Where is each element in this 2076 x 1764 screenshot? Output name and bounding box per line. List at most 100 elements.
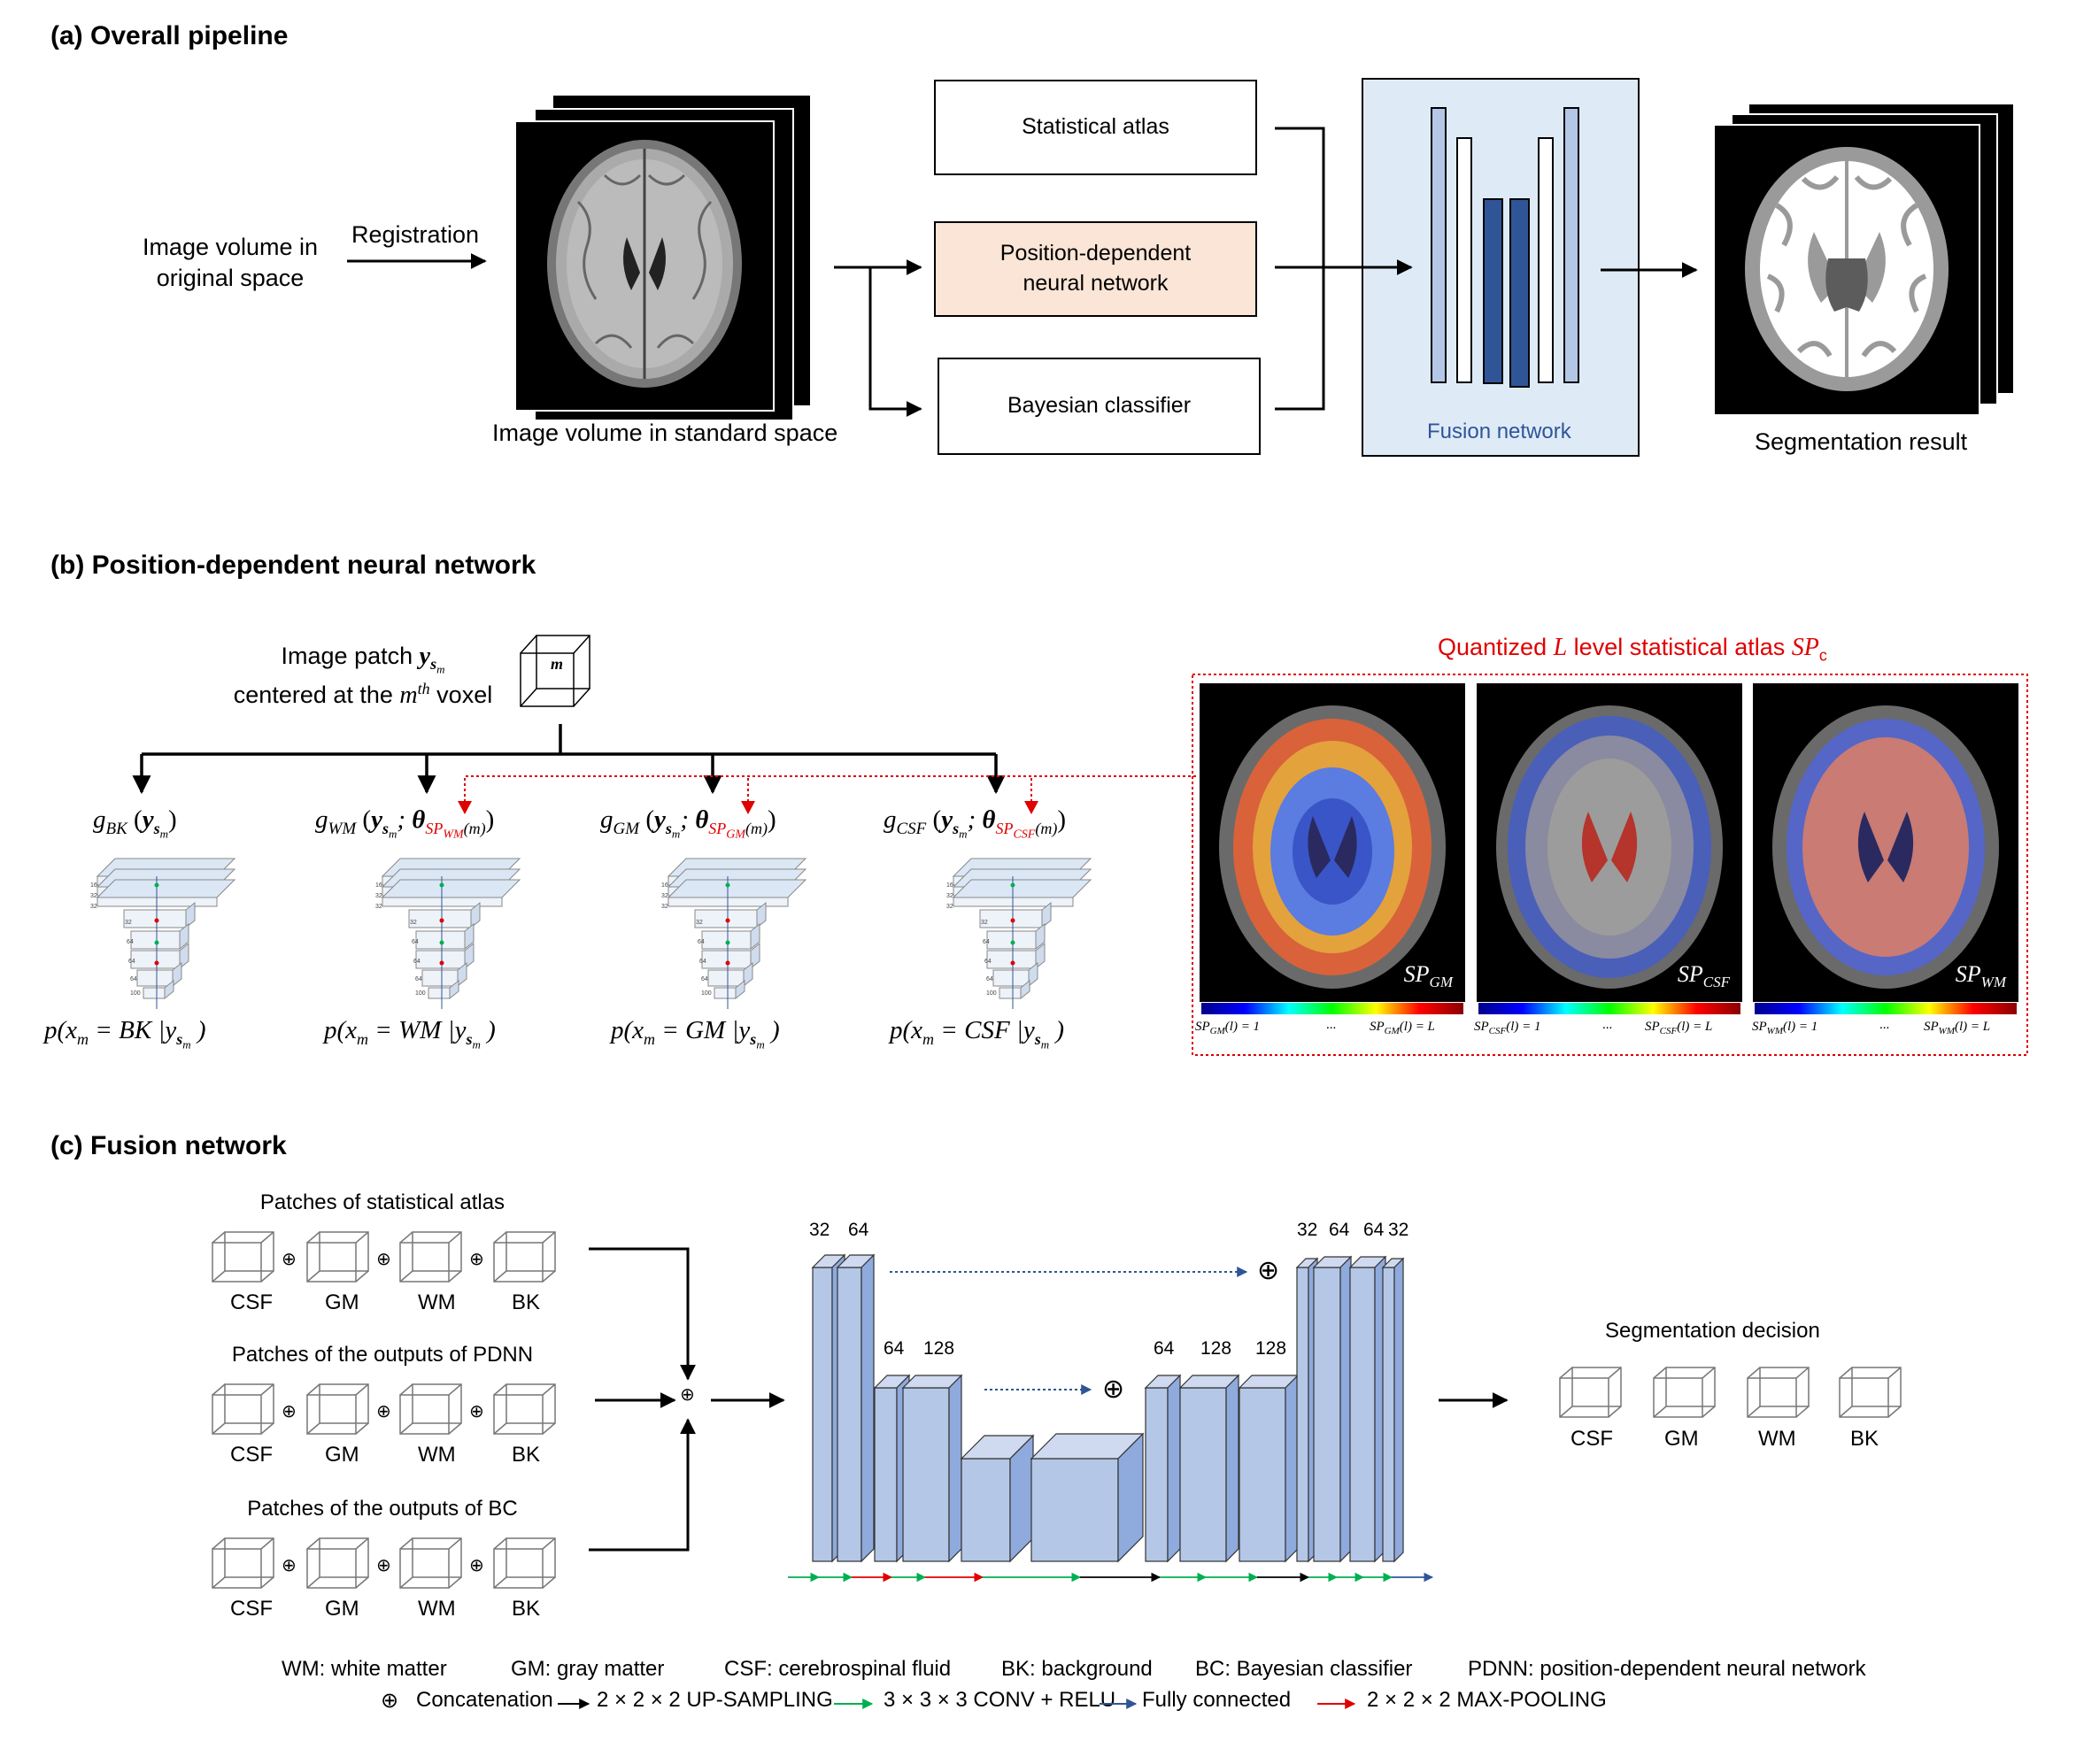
patch-concat-symbol: ⊕ — [469, 1556, 484, 1575]
unet-num-64-r2: 64 — [1363, 1220, 1385, 1240]
cnn-layer-label: 16 — [90, 882, 97, 889]
cnn-layer-label: 64 — [699, 959, 706, 965]
unet-block-enc1b — [836, 1253, 876, 1563]
unet-num-64-mid: 64 — [884, 1338, 905, 1359]
cnn-layer-label: 64 — [130, 976, 137, 982]
legend-bk: BK: background — [1001, 1657, 1153, 1681]
g-csf-label: gCSF (ysm; θSPCSF(m)) — [884, 805, 1067, 842]
cnn-layer-label: 32 — [946, 893, 953, 899]
legend-concat: Concatenation — [416, 1688, 553, 1712]
cnn-block-side — [1035, 922, 1046, 951]
cbar-gm-dots: ... — [1326, 1018, 1337, 1032]
unet-block-enc2b — [901, 1374, 963, 1563]
colorbar-gm — [1201, 1003, 1463, 1014]
patch-concat-symbol: ⊕ — [282, 1402, 297, 1421]
patch-concat-symbol: ⊕ — [282, 1250, 297, 1269]
patch-label-wm: WM — [418, 1597, 456, 1621]
colorbar-wm — [1755, 1003, 2017, 1014]
patch-concat-symbol: ⊕ — [376, 1250, 391, 1269]
legend-conv: 3 × 3 × 3 CONV + RELU — [884, 1688, 1116, 1712]
unet-num-64-left: 64 — [848, 1220, 869, 1240]
legend-fc: Fully connected — [1142, 1688, 1292, 1712]
group-pdnn-label: Patches of the outputs of PDNN — [231, 1343, 534, 1367]
cbar-gm-left: SPGM(l) = 1 — [1195, 1020, 1261, 1036]
patch-label-gm: GM — [325, 1290, 359, 1314]
unet-num-32-left: 32 — [809, 1220, 830, 1240]
registration-label: Registration — [351, 221, 480, 248]
unet-block-dec2a — [1144, 1374, 1182, 1563]
legend-pdnn: PDNN: position-dependent neural network — [1468, 1657, 1866, 1681]
patch-concat-symbol: ⊕ — [376, 1402, 391, 1421]
patch-label-gm: GM — [325, 1597, 359, 1621]
pdnn-box: Position-dependent neural network — [934, 221, 1257, 317]
section-c-title: (c) Fusion network — [50, 1131, 287, 1160]
cnn-layer-label: 64 — [984, 959, 992, 965]
cbar-gm-right: SPGM(l) = L — [1370, 1020, 1435, 1036]
cnn-op-marker — [439, 940, 444, 945]
decision-label: Segmentation decision — [1605, 1319, 1820, 1343]
cnn-op-marker — [1010, 960, 1015, 966]
atlas-panel-csf: SPCSF — [1477, 683, 1742, 1002]
patch-label-bk: BK — [512, 1597, 541, 1621]
group-bc-label: Patches of the outputs of BC — [247, 1497, 518, 1521]
cnn-layer-label: 100 — [415, 990, 426, 997]
cnn-layer-label: 32 — [981, 920, 988, 926]
legend-bc: BC: Bayesian classifier — [1195, 1657, 1413, 1681]
input-volume-label: Image volume in original space — [142, 234, 319, 292]
cnn-layer-label: 100 — [986, 990, 997, 997]
atlas-title: Quantized L level statistical atlas SPc — [1438, 634, 1827, 665]
decision-label-csf: CSF — [1571, 1427, 1613, 1451]
unet-num-128-right1: 128 — [1200, 1338, 1232, 1359]
cnn-block-side — [457, 961, 467, 988]
standard-space-label: Image volume in standard space — [492, 420, 838, 446]
unet-block-dec2c — [1238, 1374, 1300, 1563]
atlas-wm-caption: SPWM — [1955, 960, 2006, 990]
patch-label-csf: CSF — [230, 1443, 273, 1467]
legend-csf: CSF: cerebrospinal fluid — [724, 1657, 952, 1681]
legend-maxpool: 2 × 2 × 2 MAX-POOLING — [1367, 1688, 1607, 1712]
mri-image — [514, 120, 775, 412]
unet-num-64-right: 64 — [1154, 1338, 1175, 1359]
cbar-csf-dots: ... — [1602, 1018, 1613, 1032]
cbar-wm-dots: ... — [1879, 1018, 1890, 1032]
cnn-layer-label: 16 — [661, 882, 668, 889]
cnn-layer-label: 32 — [125, 920, 132, 926]
g-wm-label: gWM (ysm; θSPWM(m)) — [315, 805, 495, 842]
patch-concat-symbol: ⊕ — [469, 1250, 484, 1269]
cnn-op-marker — [1010, 882, 1015, 888]
skip-concat-mid: ⊕ — [1102, 1375, 1125, 1404]
cnn-layer-label: 64 — [412, 939, 419, 945]
cnn-layer-label: 64 — [983, 939, 990, 945]
cbar-wm-right: SPWM(l) = L — [1924, 1020, 1991, 1036]
statistical-atlas-box: Statistical atlas — [934, 80, 1257, 175]
cnn-layer-label: 32 — [375, 893, 382, 899]
cnn-layer-label: 32 — [661, 893, 668, 899]
segmentation-image — [1713, 124, 1980, 416]
legend-wm: WM: white matter — [282, 1657, 447, 1681]
cnn-op-marker — [725, 940, 730, 945]
p-wm-label: p(xm = WM |ysm ) — [324, 1016, 496, 1051]
section-a-title: (a) Overall pipeline — [50, 21, 289, 50]
cnn-layer-label: 32 — [375, 904, 382, 910]
unet-num-32-r1: 32 — [1297, 1220, 1318, 1240]
cnn-op-marker — [439, 882, 444, 888]
g-gm-label: gGM (ysm; θSPGM(m)) — [600, 805, 776, 842]
cnn-layer-label: 32 — [661, 904, 668, 910]
cnn-op-marker — [154, 940, 159, 945]
cnn-layer-label: 64 — [415, 976, 422, 982]
cnn-layer-label: 64 — [986, 976, 993, 982]
cnn-layer-label: 64 — [127, 939, 134, 945]
cnn-op-marker — [154, 882, 159, 888]
cnn-op-marker — [1010, 940, 1015, 945]
